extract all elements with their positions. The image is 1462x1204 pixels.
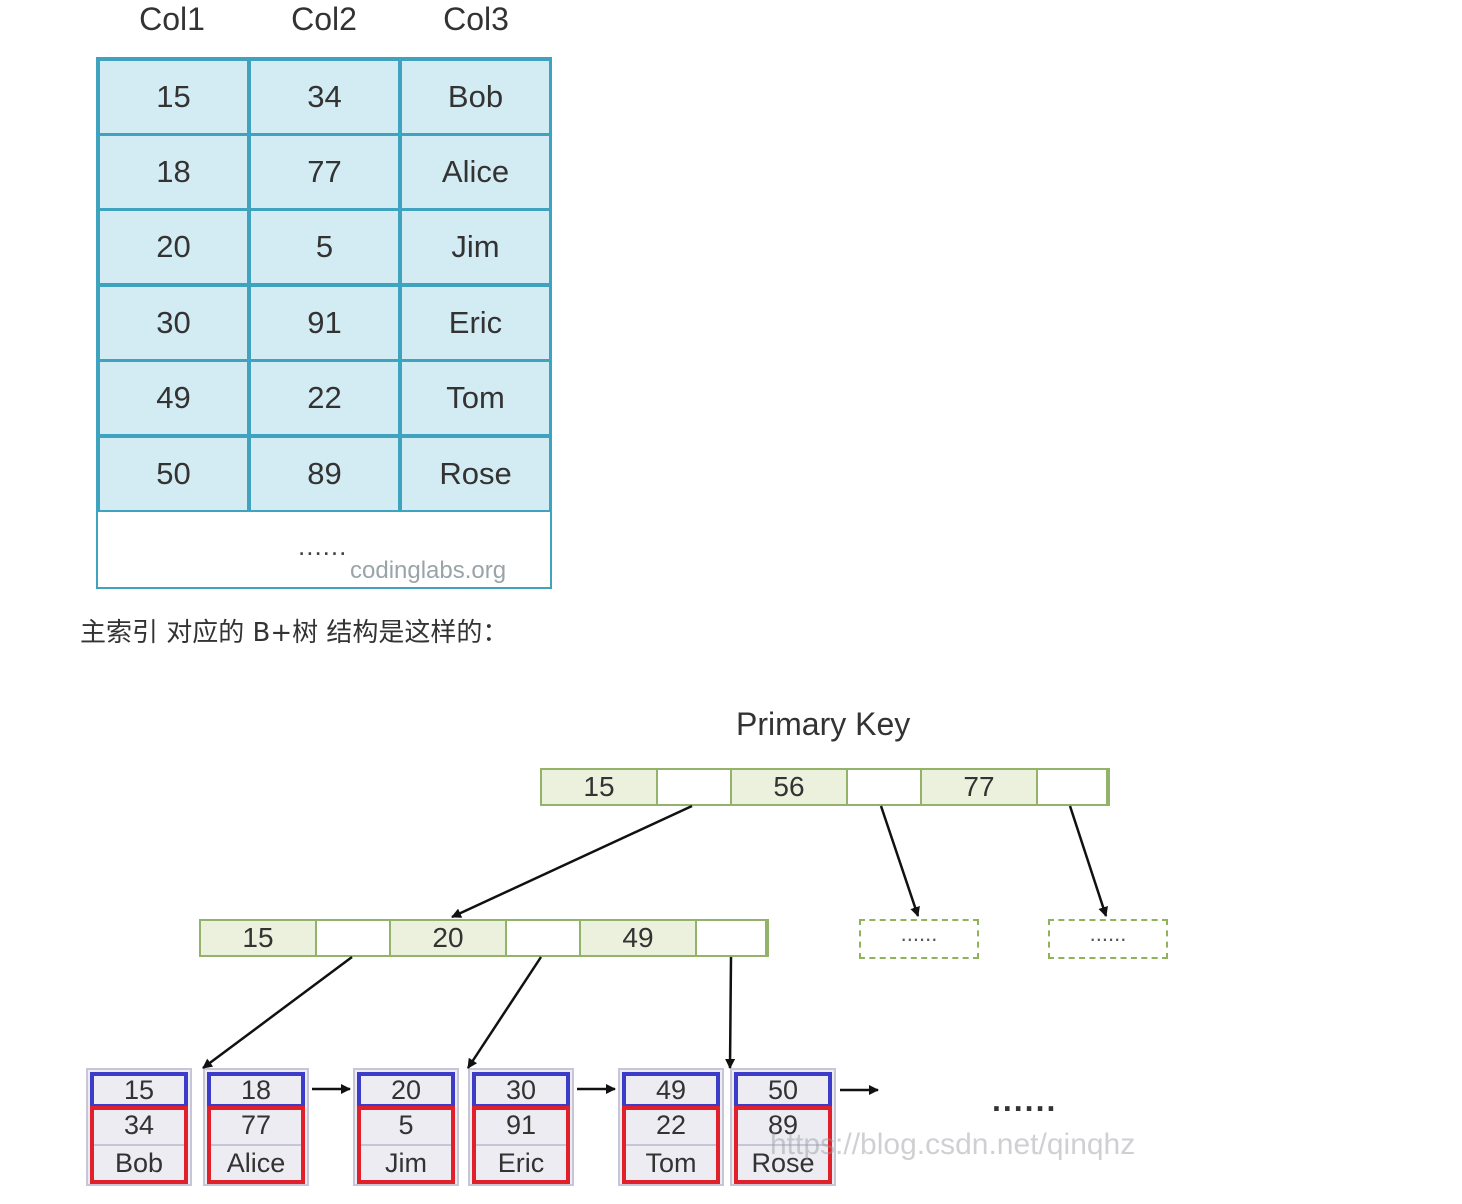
- leaf-col3: Tom: [645, 1148, 697, 1178]
- placeholder-node: ......: [859, 919, 979, 959]
- root-node: 15 56 77: [540, 768, 1110, 806]
- arrow-internal-to-leaf: [466, 956, 543, 1069]
- leaf-col3: Jim: [385, 1148, 427, 1178]
- table-cell: 20: [98, 209, 249, 285]
- arrow-root-to-placeholder: [879, 805, 920, 917]
- root-key: 77: [922, 770, 1036, 804]
- leaf-col2: 91: [505, 1110, 537, 1140]
- internal-key: 49: [581, 921, 695, 955]
- root-key: 56: [732, 770, 846, 804]
- table-cell: 49: [98, 360, 249, 436]
- leaf-key: 50: [734, 1072, 832, 1108]
- leaf-key: 30: [472, 1072, 570, 1108]
- col3-header: Col3: [443, 1, 509, 37]
- leaf-divider: [738, 1144, 828, 1146]
- tree-watermark: https://blog.csdn.net/qinqhz: [770, 1128, 1136, 1161]
- root-key: 15: [542, 770, 656, 804]
- arrow-internal-to-leaf: [725, 956, 736, 1069]
- root-pointer: [656, 770, 732, 804]
- table-cell: Jim: [400, 209, 551, 285]
- internal-node: 15 20 49: [199, 919, 769, 957]
- leaf-data: 91 Eric: [472, 1106, 570, 1184]
- internal-pointer: [695, 921, 767, 955]
- table-cell: 15: [98, 59, 249, 135]
- table-cell: Eric: [400, 285, 551, 361]
- table-cell: Rose: [400, 436, 551, 512]
- table-ellipsis: ......: [298, 531, 348, 561]
- table-cell: Bob: [400, 59, 551, 135]
- leaf-record: 18 77 Alice: [203, 1068, 309, 1186]
- arrow-root-to-internal: [451, 804, 693, 919]
- internal-pointer: [315, 921, 391, 955]
- table-cell: 30: [98, 285, 249, 361]
- internal-key: 15: [201, 921, 315, 955]
- leaf-divider: [211, 1144, 301, 1146]
- col2-header: Col2: [291, 1, 357, 37]
- leaf-divider: [626, 1144, 716, 1146]
- arrow-root-to-placeholder: [1068, 805, 1108, 917]
- table-row: 20 5 Jim: [98, 209, 551, 285]
- leaf-ellipsis: ......: [992, 1082, 1058, 1118]
- table-cell: 18: [98, 134, 249, 210]
- leaf-col2: 5: [398, 1110, 414, 1140]
- table-row: 18 77 Alice: [98, 134, 551, 210]
- table-watermark: codinglabs.org: [350, 557, 507, 584]
- leaf-col3: Eric: [497, 1148, 545, 1178]
- leaf-data: 5 Jim: [357, 1106, 455, 1184]
- leaf-data: 34 Bob: [90, 1106, 188, 1184]
- arrow-internal-to-leaf: [202, 955, 353, 1070]
- leaf-data: 89 Rose: [734, 1106, 832, 1184]
- table-row: 50 89 Rose: [98, 436, 551, 512]
- leaf-col3: Rose: [751, 1148, 815, 1178]
- data-table: 15 34 Bob 18 77 Alice 20 5 Jim 30 91 Eri…: [96, 57, 552, 589]
- leaf-divider: [94, 1144, 184, 1146]
- table-row: 30 91 Eric: [98, 285, 551, 361]
- table-cell: Tom: [400, 360, 551, 436]
- internal-key: 20: [391, 921, 505, 955]
- root-pointer: [1036, 770, 1108, 804]
- table-cell: 22: [249, 360, 400, 436]
- leaf-col2: 77: [240, 1110, 272, 1140]
- leaf-record: 15 34 Bob: [86, 1068, 192, 1186]
- leaf-record: 30 91 Eric: [468, 1068, 574, 1186]
- internal-pointer: [505, 921, 581, 955]
- table-cell: 91: [249, 285, 400, 361]
- leaf-record: 50 89 Rose: [730, 1068, 836, 1186]
- leaf-record: 49 22 Tom: [618, 1068, 724, 1186]
- table-cell: 50: [98, 436, 249, 512]
- leaf-divider: [361, 1144, 451, 1146]
- table-row: 49 22 Tom: [98, 360, 551, 436]
- leaf-col3: Alice: [226, 1148, 286, 1178]
- leaf-divider: [476, 1144, 566, 1146]
- table-cell: 89: [249, 436, 400, 512]
- table-cell: 77: [249, 134, 400, 210]
- leaf-col2: 34: [123, 1110, 155, 1140]
- leaf-data: 77 Alice: [207, 1106, 305, 1184]
- leaf-col3: Bob: [114, 1148, 164, 1178]
- table-cell: 5: [249, 209, 400, 285]
- leaf-col2: 89: [767, 1110, 799, 1140]
- leaf-record: 20 5 Jim: [353, 1068, 459, 1186]
- tree-title: Primary Key: [736, 706, 911, 742]
- table-cell: Alice: [400, 134, 551, 210]
- root-pointer: [846, 770, 922, 804]
- col1-header: Col1: [139, 1, 205, 37]
- leaf-col2: 22: [655, 1110, 687, 1140]
- placeholder-node: ......: [1048, 919, 1168, 959]
- caption-text: 主索引 对应的 B+树 结构是这样的：: [80, 618, 509, 648]
- leaf-data: 22 Tom: [622, 1106, 720, 1184]
